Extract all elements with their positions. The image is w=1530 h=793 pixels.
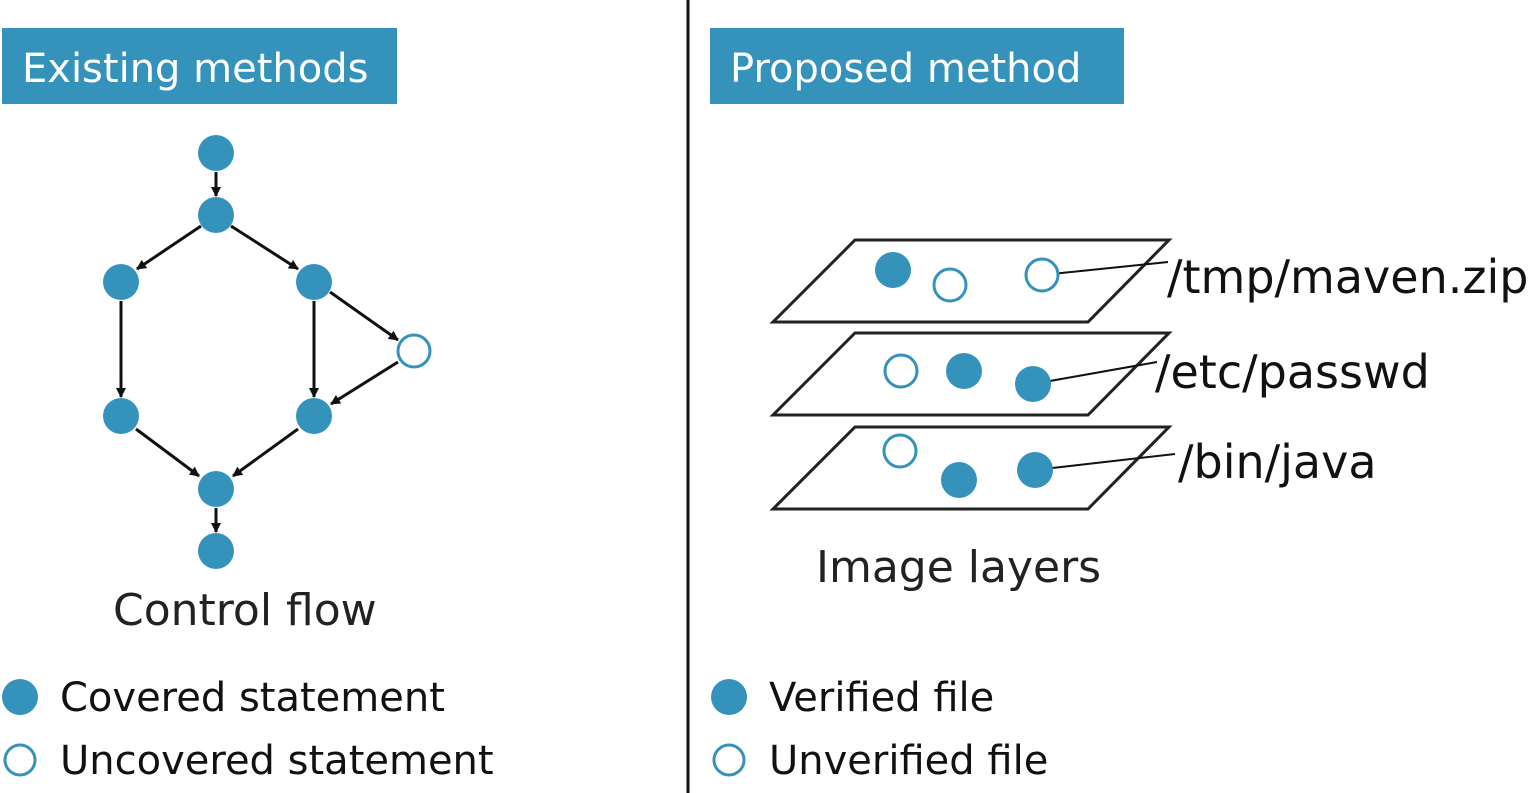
edge-left-bottom-merge xyxy=(135,427,200,478)
layer-3-file-2 xyxy=(941,462,977,498)
edge-split-left-branch xyxy=(136,224,202,271)
right-panel: Proposed method /tmp/maven.zip /etc/pass… xyxy=(710,28,1528,784)
layer-1-leader-line xyxy=(1041,261,1169,276)
proposed-method-header-bg xyxy=(710,28,1124,104)
verified-file-marker xyxy=(711,679,747,715)
existing-methods-header: Existing methods xyxy=(2,28,397,104)
layer-1-plane xyxy=(769,238,1173,324)
layer-2-file-2 xyxy=(946,353,982,389)
right-legend: Verified file Unverified file xyxy=(711,675,1048,784)
image-layer-2: /etc/passwd xyxy=(769,331,1430,417)
covered-statement-label: Covered statement xyxy=(60,675,445,721)
layer-1-file-3 xyxy=(1024,257,1060,293)
node-split xyxy=(198,197,234,233)
control-flow-edges xyxy=(116,172,399,533)
node-left-branch xyxy=(103,264,139,300)
layer-2-file-path: /etc/passwd xyxy=(1155,345,1430,399)
existing-methods-header-text: Existing methods xyxy=(22,46,368,92)
edge-side-right-bottom xyxy=(330,360,399,406)
image-layer-1: /tmp/maven.zip xyxy=(769,238,1528,324)
layer-2-leader-line xyxy=(1032,361,1158,385)
edge-right-branch-side xyxy=(329,290,399,342)
layer-2-file-1 xyxy=(883,353,919,389)
layer-1-file-1 xyxy=(875,252,911,288)
node-right-branch xyxy=(296,264,332,300)
node-left-bottom xyxy=(103,398,139,434)
node-merge xyxy=(198,471,234,507)
proposed-method-header: Proposed method xyxy=(710,28,1124,104)
node-side-uncovered xyxy=(396,333,432,369)
left-legend: Covered statement Uncovered statement xyxy=(2,675,494,784)
layer-3-leader-line xyxy=(1034,453,1176,471)
proposed-method-header-text: Proposed method xyxy=(730,46,1081,92)
uncovered-statement-marker xyxy=(3,743,37,777)
image-layer-3: /bin/java xyxy=(769,425,1377,511)
edge-right-bottom-merge xyxy=(232,427,299,478)
node-exit xyxy=(198,533,234,569)
edge-split-right-branch xyxy=(230,224,299,271)
layer-3-file-1 xyxy=(882,433,918,469)
verified-file-label: Verified file xyxy=(769,675,994,721)
control-flow-nodes xyxy=(103,135,432,569)
unverified-file-label: Unverified file xyxy=(769,738,1048,784)
image-layers-caption: Image layers xyxy=(816,542,1101,593)
left-panel: Existing methods Control xyxy=(2,28,494,784)
node-entry xyxy=(198,135,234,171)
layer-1-file-2 xyxy=(932,267,968,303)
node-right-bottom xyxy=(296,398,332,434)
layer-3-file-3 xyxy=(1017,452,1053,488)
covered-statement-marker xyxy=(2,679,38,715)
control-flow-caption: Control flow xyxy=(113,585,377,636)
unverified-file-marker xyxy=(712,743,746,777)
layer-3-file-path: /bin/java xyxy=(1178,435,1377,489)
existing-methods-header-bg xyxy=(2,28,397,104)
uncovered-statement-label: Uncovered statement xyxy=(60,738,494,784)
layer-2-file-3 xyxy=(1015,366,1051,402)
layer-1-file-path: /tmp/maven.zip xyxy=(1167,250,1528,304)
